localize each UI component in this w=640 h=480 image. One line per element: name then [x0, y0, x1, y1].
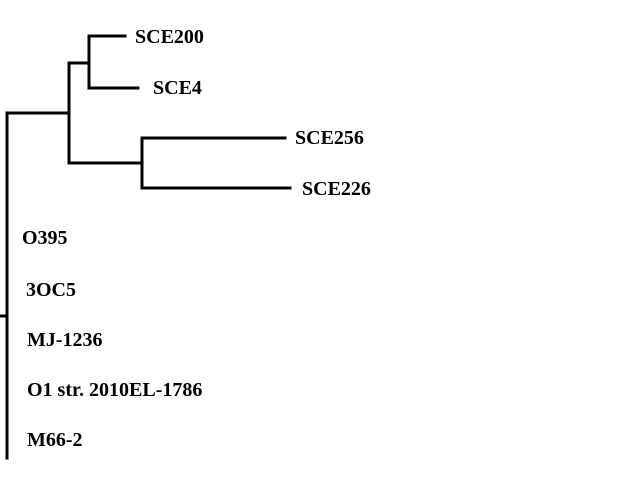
leaf-label-o395: O395 [22, 227, 68, 249]
leaf-label-m66-2: M66-2 [27, 429, 83, 451]
leaf-label-sce200: SCE200 [135, 26, 204, 48]
leaf-label-mj-1236: MJ-1236 [27, 329, 103, 351]
leaf-label-3oc5: 3OC5 [26, 279, 76, 301]
leaf-label-sce226: SCE226 [302, 178, 371, 200]
leaf-label-sce4: SCE4 [153, 77, 202, 99]
leaf-label-o1-str-2010el-1786: O1 str. 2010EL-1786 [27, 379, 203, 401]
leaf-label-sce256: SCE256 [295, 127, 364, 149]
